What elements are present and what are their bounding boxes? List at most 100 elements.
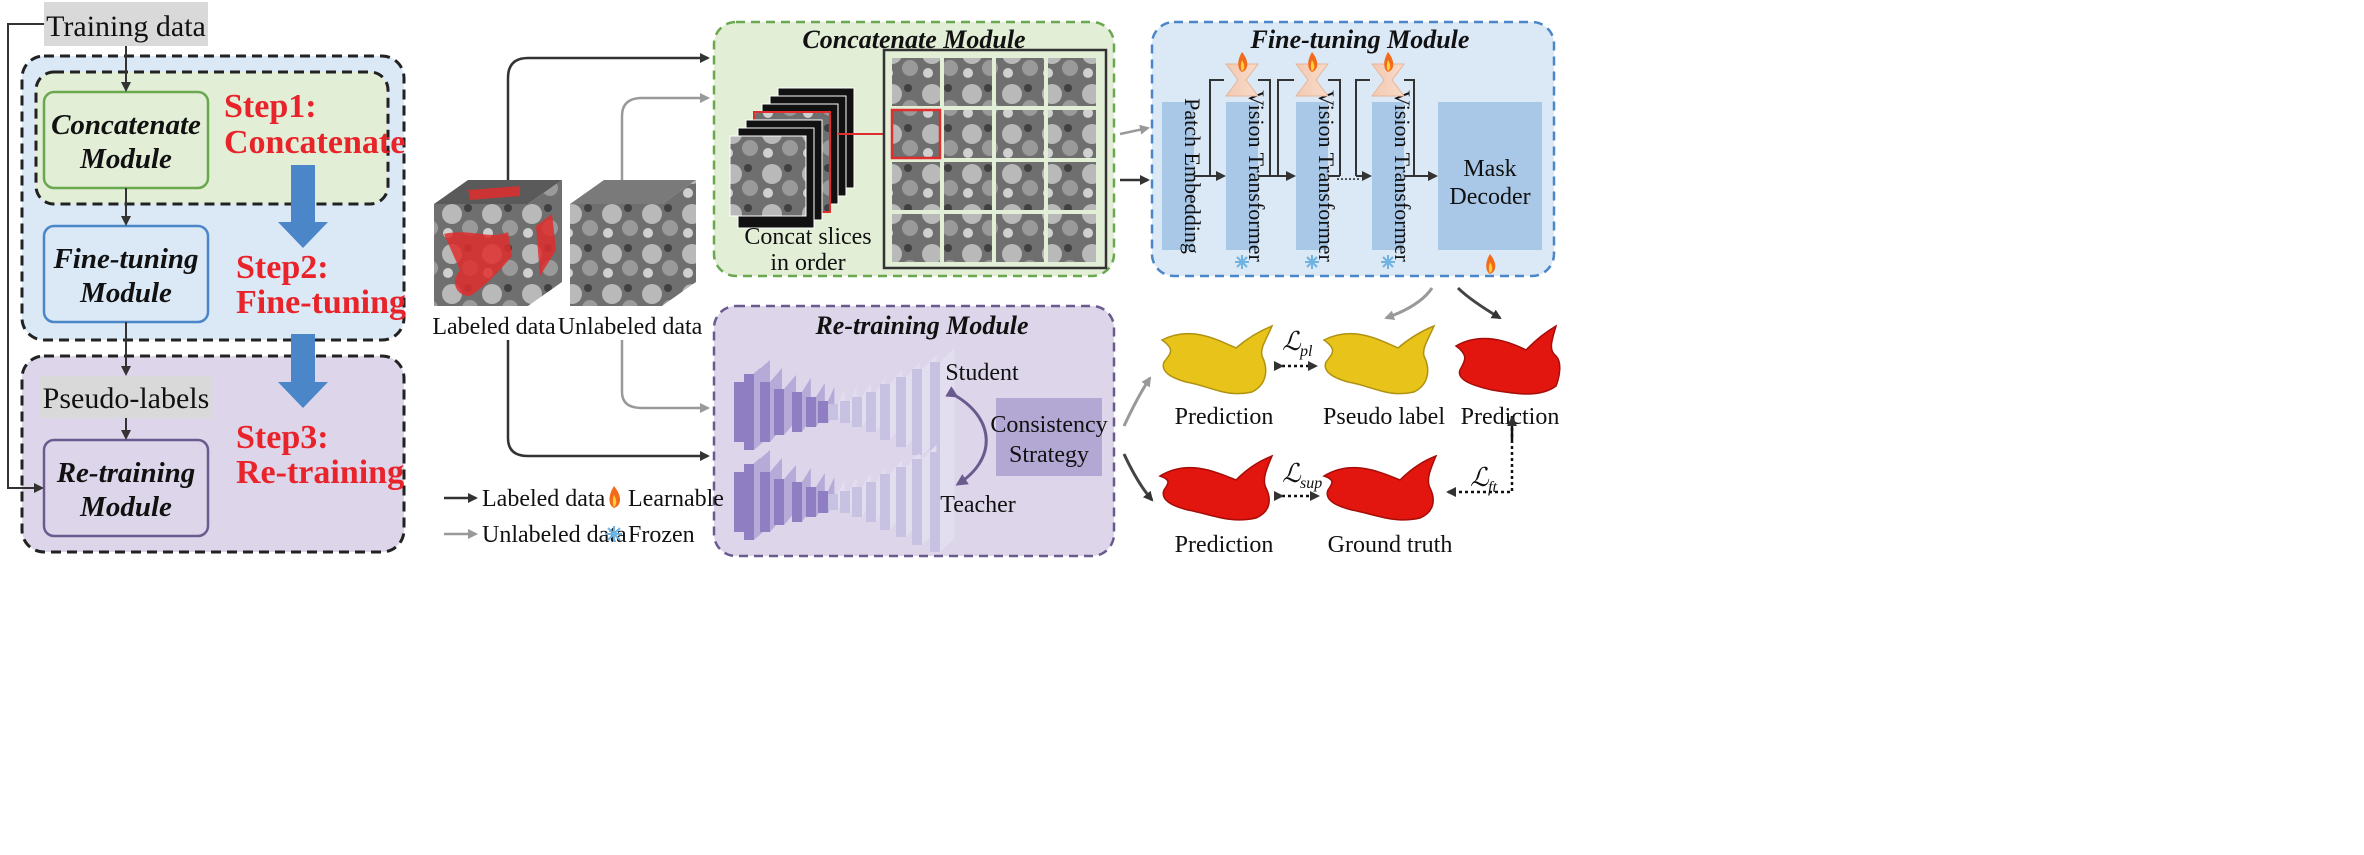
network-layer [912, 369, 922, 455]
mask-decoder-line2: Decoder [1449, 184, 1530, 210]
labeled-to-concat-arrow [506, 53, 710, 180]
patch-embedding-block [1162, 102, 1194, 250]
pseudo-label-yellow-shape [1322, 324, 1436, 395]
network-layer [806, 397, 816, 427]
finetuning-panel-title: Fine-tuning Module [1250, 25, 1470, 54]
retraining-module-line1: Re-training [56, 457, 196, 489]
loss-pl-symbol: ℒ [1282, 327, 1302, 356]
ground-truth-red-shape [1322, 454, 1438, 521]
fire-icon-adapter-2 [1308, 52, 1318, 72]
decoder-to-pseudo-arrow [1384, 287, 1434, 321]
slice-tile [996, 214, 1044, 262]
student-teacher-arrow [945, 386, 988, 486]
slice-tile [944, 110, 992, 158]
network-layer [866, 392, 876, 432]
network-layer [866, 482, 876, 522]
retraining-panel: Re-training Module Student Teacher Consi… [712, 304, 1116, 558]
network-layer [930, 452, 940, 552]
step3-label-line2: Re-training [236, 454, 404, 491]
step2-to-step3-arrow [278, 334, 328, 408]
prediction-bottom-label: Prediction [1175, 532, 1274, 558]
pseudo-labels-box [40, 376, 212, 418]
network-layer [840, 401, 850, 423]
slice-tile [892, 162, 940, 210]
left-pipeline: Training data Concatenate Module Fine-tu… [7, 2, 406, 554]
legend-learnable-label: Learnable [628, 486, 724, 512]
snowflake-icon-vt-1 [1235, 255, 1249, 269]
network-layer [774, 479, 784, 525]
legend-unlabeled-label: Unlabeled data [482, 522, 627, 548]
prediction-top-right-label: Prediction [1461, 404, 1560, 430]
legend-frozen-label: Frozen [628, 522, 695, 548]
retrain-to-prediction-bottom-arrow [1122, 453, 1154, 502]
unlabeled-data-cube: Unlabeled data [558, 180, 703, 340]
fire-icon-adapter-3 [1384, 52, 1394, 72]
loss-ft-subscript: ft [1488, 479, 1497, 496]
slice-tile [944, 58, 992, 106]
loss-sup-symbol: ℒ [1282, 459, 1302, 488]
concat-to-finetune-gray-arrow [1119, 124, 1150, 136]
network-layer [828, 404, 838, 420]
prediction-bottom-red-shape [1158, 454, 1274, 521]
pseudo-label-label: Pseudo label [1323, 404, 1445, 430]
slice-stack [729, 87, 855, 229]
finetune-connections [1194, 79, 1438, 181]
arrow-training-bypass [7, 23, 44, 493]
prediction-yellow-shape [1160, 324, 1274, 395]
finetune-ellipsis: ...... [1336, 167, 1360, 184]
network-layer [896, 467, 906, 537]
loss-sup-subscript: sup [1300, 475, 1322, 492]
network-layer [760, 472, 770, 532]
adapter-icon-2 [1295, 63, 1329, 97]
labeled-data-cube: Labeled data [432, 180, 562, 340]
step2-label-line2: Fine-tuning [236, 284, 406, 321]
results-area: Prediction Pseudo label Prediction Predi… [1122, 286, 1561, 558]
network-layer [852, 487, 862, 517]
slice-tile [996, 110, 1044, 158]
network-layer [880, 384, 890, 440]
concatenate-panel: Concatenate Module Concat slices in orde… [712, 20, 1116, 278]
unlabeled-to-retrain-arrow [620, 340, 710, 413]
slice-tile [944, 214, 992, 262]
step1-label-line1: Step1: [224, 88, 317, 125]
finetuning-module-line2: Module [79, 277, 172, 309]
network-layer [896, 377, 906, 447]
concatenate-module-line1: Concatenate [51, 109, 201, 141]
legend-labeled-label: Labeled data [482, 486, 606, 512]
mask-decoder-block [1438, 102, 1542, 250]
network-layer [744, 464, 754, 540]
network-layer [852, 397, 862, 427]
vision-transformer-block-1 [1226, 102, 1258, 250]
retraining-module-box [42, 438, 210, 538]
unlabeled-data-label: Unlabeled data [558, 314, 703, 340]
decoder-to-prediction-arrow [1456, 286, 1502, 320]
prediction-top-left-label: Prediction [1175, 404, 1274, 430]
slice-tile [944, 162, 992, 210]
network-layer [760, 382, 770, 442]
legend: Labeled data Unlabeled data Learnable Fr… [444, 486, 724, 548]
network-layer [806, 487, 816, 517]
finetuning-panel: Fine-tuning Module Patch Embedding Visio… [1150, 20, 1556, 278]
training-data-label: Training data [46, 10, 206, 43]
slice-tile [996, 162, 1044, 210]
network-layer [734, 472, 744, 532]
slice-tile [892, 58, 940, 106]
network-layer [792, 392, 802, 432]
labeled-to-retrain-arrow [506, 340, 710, 461]
network-layer [818, 401, 828, 423]
consistency-line1: Consistency [990, 412, 1107, 438]
adapter-icon-3 [1371, 63, 1405, 97]
network-layer [774, 389, 784, 435]
slice-tile [892, 214, 940, 262]
slice-tile [1048, 110, 1096, 158]
concatenate-module-line2: Module [79, 143, 172, 175]
loss-pl-subscript: pl [1299, 343, 1313, 360]
network-layer [734, 382, 744, 442]
loss-sup: ℒ sup [1274, 459, 1322, 501]
mask-decoder-line1: Mask [1463, 156, 1516, 182]
step2-label-line1: Step2: [236, 249, 329, 286]
legend-fire-icon [609, 486, 621, 508]
step1-label-line2: Concatenate [224, 124, 405, 161]
network-layer [744, 374, 754, 450]
